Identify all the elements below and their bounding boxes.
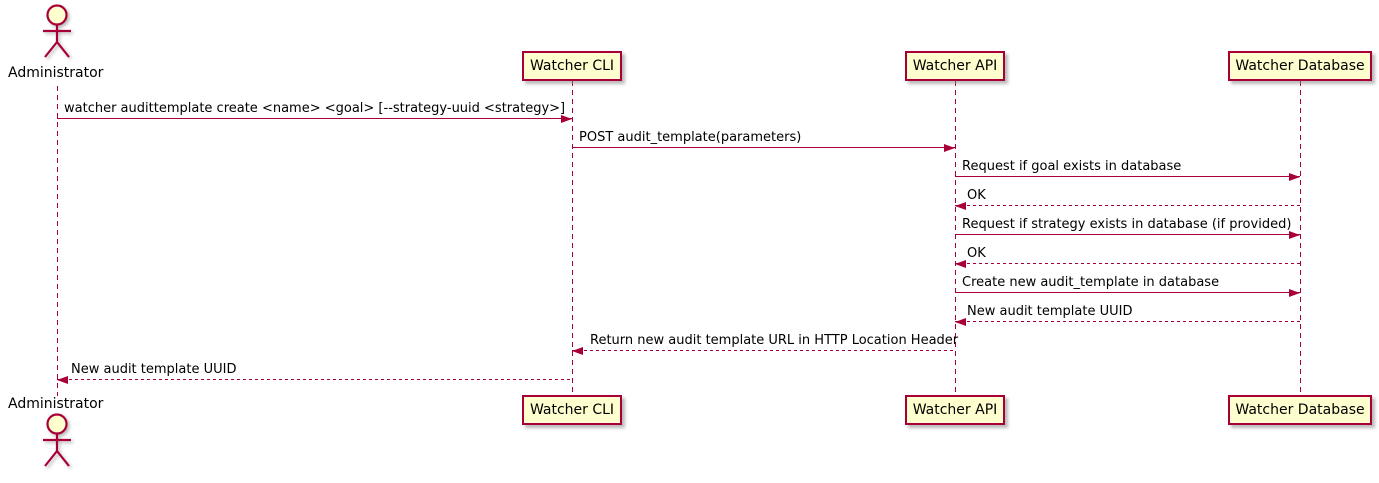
message-line	[572, 147, 955, 148]
participant-label: Watcher CLI	[529, 58, 615, 74]
message-text: New audit template UUID	[71, 362, 237, 377]
message-text: POST audit_template(parameters)	[579, 130, 802, 145]
actor-icon	[43, 413, 71, 467]
message-text: watcher audittemplate create <name> <goa…	[64, 101, 566, 116]
message-text: Create new audit_template in database	[962, 275, 1220, 290]
message-4: OK	[955, 186, 1300, 210]
arrowhead-left-icon	[955, 202, 966, 210]
message-line	[955, 205, 1300, 206]
participant-watcher-api-bottom: Watcher API	[905, 395, 1005, 425]
arrowhead-left-icon	[57, 376, 68, 384]
message-5: Request if strategy exists in database (…	[955, 215, 1300, 239]
message-text: Request if strategy exists in database (…	[962, 217, 1292, 232]
arrowhead-left-icon	[955, 318, 966, 326]
participant-watcher-cli-bottom: Watcher CLI	[522, 395, 622, 425]
message-7: Create new audit_template in database	[955, 273, 1300, 297]
actor-label-top: Administrator	[8, 65, 104, 81]
message-2: POST audit_template(parameters)	[572, 128, 955, 152]
message-line	[572, 350, 955, 351]
message-line	[955, 263, 1300, 264]
arrowhead-left-icon	[572, 347, 583, 355]
lifeline-watcher-database	[1300, 81, 1301, 395]
lifeline-watcher-api	[955, 81, 956, 395]
participant-watcher-database-top: Watcher Database	[1228, 51, 1372, 81]
participant-label: Watcher API	[912, 58, 998, 74]
message-text: OK	[967, 246, 986, 261]
lifeline-watcher-cli	[572, 81, 573, 395]
participant-label: Watcher Database	[1235, 58, 1365, 74]
message-line	[955, 176, 1300, 177]
message-9: Return new audit template URL in HTTP Lo…	[572, 331, 959, 355]
message-line	[955, 292, 1300, 293]
participant-watcher-cli-top: Watcher CLI	[522, 51, 622, 81]
arrowhead-right-icon	[1289, 173, 1300, 181]
arrowhead-right-icon	[944, 144, 955, 152]
arrowhead-right-icon	[561, 115, 572, 123]
message-text: Return new audit template URL in HTTP Lo…	[590, 333, 959, 348]
message-8: New audit template UUID	[955, 302, 1300, 326]
message-line	[57, 379, 572, 380]
participant-label: Watcher API	[912, 402, 998, 418]
actor-icon	[43, 4, 71, 58]
message-text: OK	[967, 188, 986, 203]
message-3: Request if goal exists in database	[955, 157, 1300, 181]
arrowhead-right-icon	[1289, 289, 1300, 297]
participant-watcher-api-top: Watcher API	[905, 51, 1005, 81]
message-text: Request if goal exists in database	[962, 159, 1182, 174]
message-line	[955, 321, 1300, 322]
message-text: New audit template UUID	[967, 304, 1133, 319]
lifeline-administrator	[57, 86, 58, 396]
actor-label-bottom: Administrator	[8, 396, 104, 412]
message-line	[955, 234, 1300, 235]
arrowhead-left-icon	[955, 260, 966, 268]
participant-watcher-database-bottom: Watcher Database	[1228, 395, 1372, 425]
message-10: New audit template UUID	[57, 360, 572, 384]
message-6: OK	[955, 244, 1300, 268]
arrowhead-right-icon	[1289, 231, 1300, 239]
participant-label: Watcher CLI	[529, 402, 615, 418]
message-1: watcher audittemplate create <name> <goa…	[57, 99, 572, 123]
message-line	[57, 118, 572, 119]
participant-label: Watcher Database	[1235, 402, 1365, 418]
